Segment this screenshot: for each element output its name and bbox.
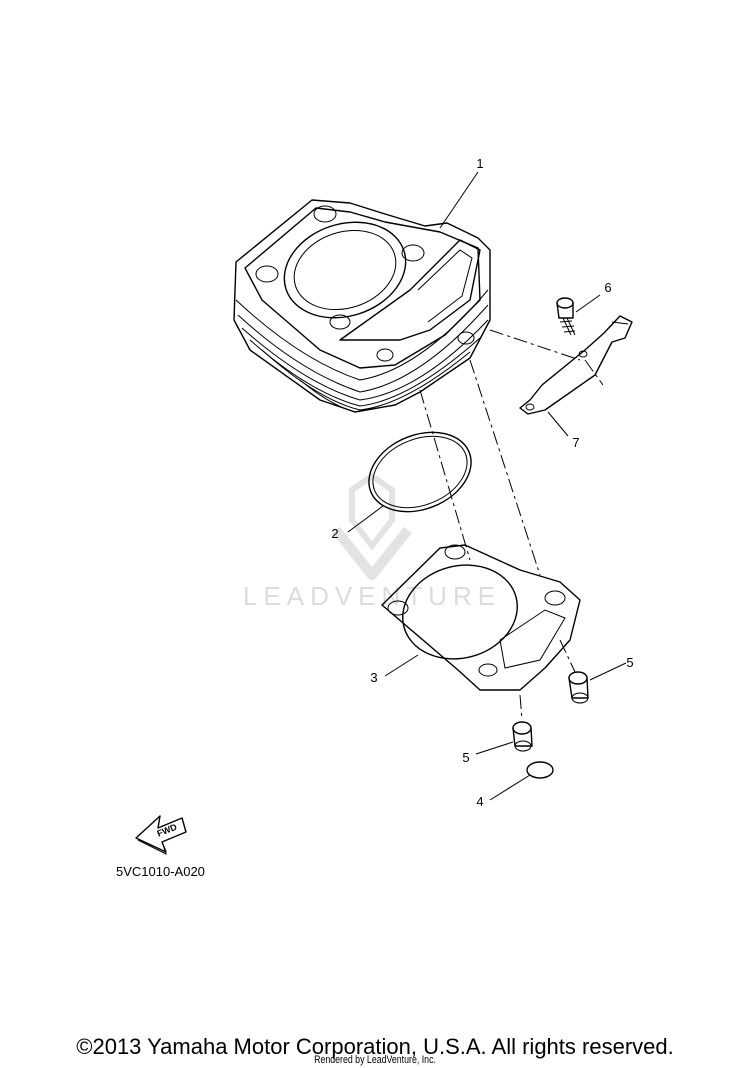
rendered-by-notice: Rendered by LeadVenture, Inc. bbox=[314, 1054, 436, 1066]
dowel-pin-right bbox=[568, 671, 589, 704]
callout-6: 6 bbox=[604, 280, 611, 295]
callout-2: 2 bbox=[331, 526, 338, 541]
gasket-part bbox=[381, 544, 581, 691]
dowel-pin-left bbox=[512, 721, 533, 752]
watermark-text: LEADVENTURE bbox=[243, 581, 501, 611]
copyright-notice: ©2013 Yamaha Motor Corporation, U.S.A. A… bbox=[76, 1034, 674, 1059]
callout-4: 4 bbox=[476, 794, 483, 809]
callout-5-right: 5 bbox=[626, 655, 633, 670]
callout-7: 7 bbox=[572, 435, 579, 450]
oring-part bbox=[368, 431, 472, 513]
callout-1: 1 bbox=[476, 156, 483, 171]
cylinder-part bbox=[233, 199, 491, 413]
part-code: 5VC1010-A020 bbox=[116, 864, 205, 879]
leader-lines bbox=[347, 171, 627, 801]
callout-5-left: 5 bbox=[462, 750, 469, 765]
alignment-lines bbox=[419, 329, 604, 721]
bolt-part bbox=[556, 297, 576, 336]
leadventure-watermark: LEADVENTURE bbox=[243, 472, 501, 611]
bracket-part bbox=[519, 315, 633, 415]
fwd-arrow-icon: FWD bbox=[135, 815, 187, 855]
small-oring-part bbox=[526, 761, 554, 779]
callout-3: 3 bbox=[370, 670, 377, 685]
